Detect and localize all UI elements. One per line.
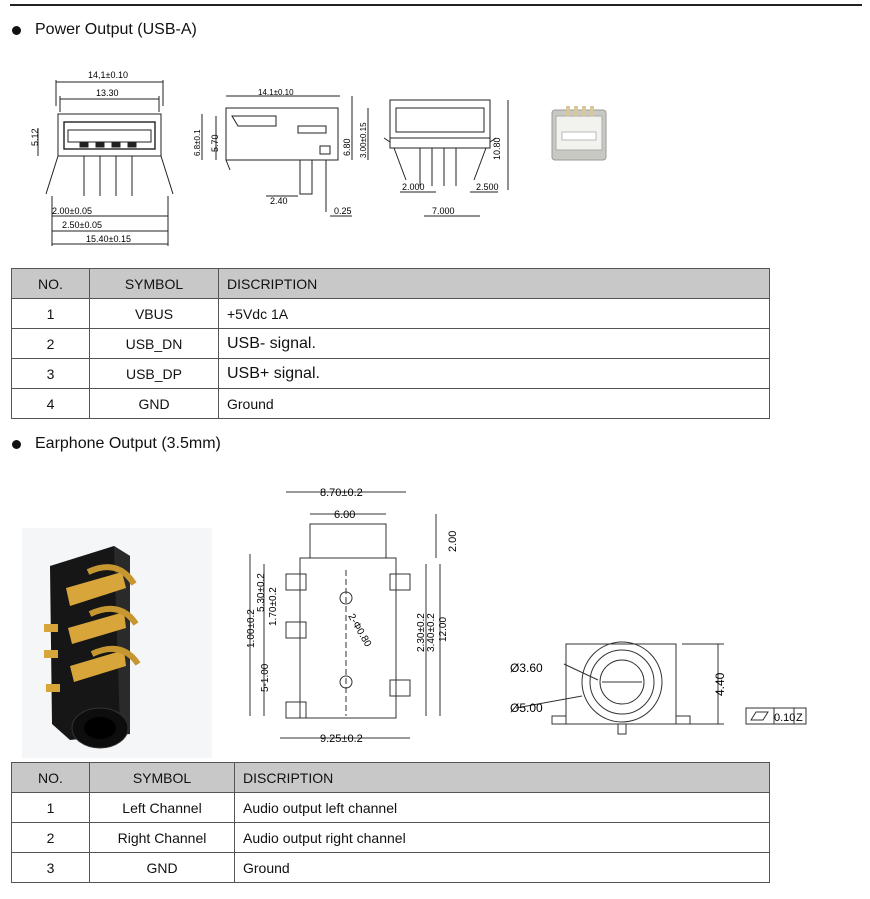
dim-side-length: 14.1±0.10 <box>258 88 294 97</box>
dim-jack-length: 12.00 <box>438 617 449 642</box>
col-description: DISCRIPTION <box>234 762 770 793</box>
section-title-earphone: Earphone Output (3.5mm) <box>12 435 221 453</box>
usb-front-view-drawing: 14,1±0.10 13.30 5.12 2.00±0.05 2.50±0.05… <box>30 70 174 246</box>
dim-side-total-height: 6.80 <box>342 138 352 156</box>
section-title-text: Earphone Output (3.5mm) <box>35 435 221 452</box>
cell-symbol: Right Channel <box>89 822 235 853</box>
dim-front-height: 4.40 <box>713 672 727 696</box>
col-no: NO. <box>11 268 90 299</box>
dim-jack-3-40: 3.40±0.2 <box>426 613 437 652</box>
dim-jack-1-70: 1.70±0.2 <box>268 587 279 626</box>
cell-description: +5Vdc 1A <box>218 298 770 329</box>
cell-description: USB- signal. <box>218 328 770 359</box>
dim-jack-1-00: 1.00±0.2 <box>246 609 257 648</box>
usb-pin-table: NO. SYMBOL DISCRIPTION 1 VBUS +5Vdc 1A 2… <box>11 268 770 419</box>
section-title-text: Power Output (USB-A) <box>35 21 197 38</box>
dim-jack-holes: 2-Φ0.80 <box>345 612 373 649</box>
table-header-row: NO. SYMBOL DISCRIPTION <box>11 268 770 299</box>
cell-no: 2 <box>11 822 90 853</box>
section-title-usb: Power Output (USB-A) <box>12 21 197 39</box>
col-symbol: SYMBOL <box>89 762 235 793</box>
dim-pin-pitch: 2.00±0.05 <box>52 206 92 216</box>
table-row: 2 Right Channel Audio output right chann… <box>11 822 770 853</box>
dim-side-body: 5.70 <box>210 134 220 152</box>
dim-pin-span: 2.50±0.05 <box>62 220 102 230</box>
dim-back-pitch-left: 2.000 <box>402 182 425 192</box>
cell-symbol: USB_DN <box>89 328 219 359</box>
dim-front-inner-dia: Ø3.60 <box>510 661 543 675</box>
datum-label: Z <box>796 712 803 724</box>
cell-no: 1 <box>11 792 90 823</box>
cell-symbol: GND <box>89 852 235 883</box>
table-row: 4 GND Ground <box>11 388 770 419</box>
dim-back-pitch-right: 2.500 <box>476 182 499 192</box>
dim-jack-pins: 5-1.00 <box>260 663 271 692</box>
earphone-pin-table: NO. SYMBOL DISCRIPTION 1 Left Channel Au… <box>11 762 770 883</box>
dim-width-total: 14,1±0.10 <box>88 70 128 80</box>
cell-no: 4 <box>11 388 90 419</box>
dim-side-pin: 2.40 <box>270 196 288 206</box>
cell-symbol: USB_DP <box>89 358 219 389</box>
table-row: 3 USB_DP USB+ signal. <box>11 358 770 389</box>
dim-width-inner: 13.30 <box>96 88 119 98</box>
cell-no: 1 <box>11 298 90 329</box>
dim-jack-width: 8.70±0.2 <box>320 487 363 499</box>
dim-jack-base: 9.25±0.2 <box>320 733 363 745</box>
dim-back-span: 7.000 <box>432 206 455 216</box>
bullet-icon <box>12 25 21 35</box>
cell-description: Ground <box>234 852 770 883</box>
dim-jack-5-30: 5.30±0.2 <box>256 573 267 612</box>
table-row: 3 GND Ground <box>11 852 770 883</box>
earphone-jack-drawing: 8.70±0.2 6.00 2.00 5.30±0.2 1.70±0.2 1.0… <box>246 487 459 745</box>
dim-back-height: 10.80 <box>492 137 502 160</box>
col-description: DISCRIPTION <box>218 268 770 299</box>
cell-symbol: GND <box>89 388 219 419</box>
dim-height: 5.12 <box>30 128 40 146</box>
cell-no: 3 <box>11 852 90 883</box>
earphone-jack-front-drawing: Ø3.60 Ø5.00 4.40 0.10 Z <box>510 641 807 735</box>
dim-front-outer-dia: Ø5.00 <box>510 701 543 715</box>
col-symbol: SYMBOL <box>89 268 219 299</box>
col-no: NO. <box>11 762 90 793</box>
top-rule <box>10 4 862 6</box>
cell-description: USB+ signal. <box>218 358 770 389</box>
cell-description: Audio output right channel <box>234 822 770 853</box>
table-row: 2 USB_DN USB- signal. <box>11 328 770 359</box>
dim-jack-2-30: 2.30±0.2 <box>416 613 427 652</box>
cell-no: 2 <box>11 328 90 359</box>
dim-leg-span: 15.40±0.15 <box>86 234 131 244</box>
usb-side-view-drawing: 14.1±0.10 6.8±0.1 5.70 6.80 3.00±0.15 2.… <box>193 88 369 217</box>
earphone-jack-photo <box>22 528 212 758</box>
dim-jack-barrel: 6.00 <box>334 509 355 521</box>
bullet-icon <box>12 439 21 449</box>
tolerance-value: 0.10 <box>774 712 795 724</box>
usb-connector-photo <box>551 106 607 161</box>
cell-description: Audio output left channel <box>234 792 770 823</box>
dim-side-thickness: 0.25 <box>334 206 352 216</box>
dim-side-height: 6.8±0.1 <box>193 129 202 156</box>
usb-back-view-drawing: 10.80 2.000 2.500 7.000 <box>383 99 509 217</box>
cell-no: 3 <box>11 358 90 389</box>
table-header-row: NO. SYMBOL DISCRIPTION <box>11 762 770 793</box>
dim-side-offset: 3.00±0.15 <box>359 122 368 158</box>
cell-symbol: VBUS <box>89 298 219 329</box>
dim-jack-barrel-depth: 2.00 <box>447 531 459 552</box>
cell-symbol: Left Channel <box>89 792 235 823</box>
table-row: 1 VBUS +5Vdc 1A <box>11 298 770 329</box>
cell-description: Ground <box>218 388 770 419</box>
table-row: 1 Left Channel Audio output left channel <box>11 792 770 823</box>
